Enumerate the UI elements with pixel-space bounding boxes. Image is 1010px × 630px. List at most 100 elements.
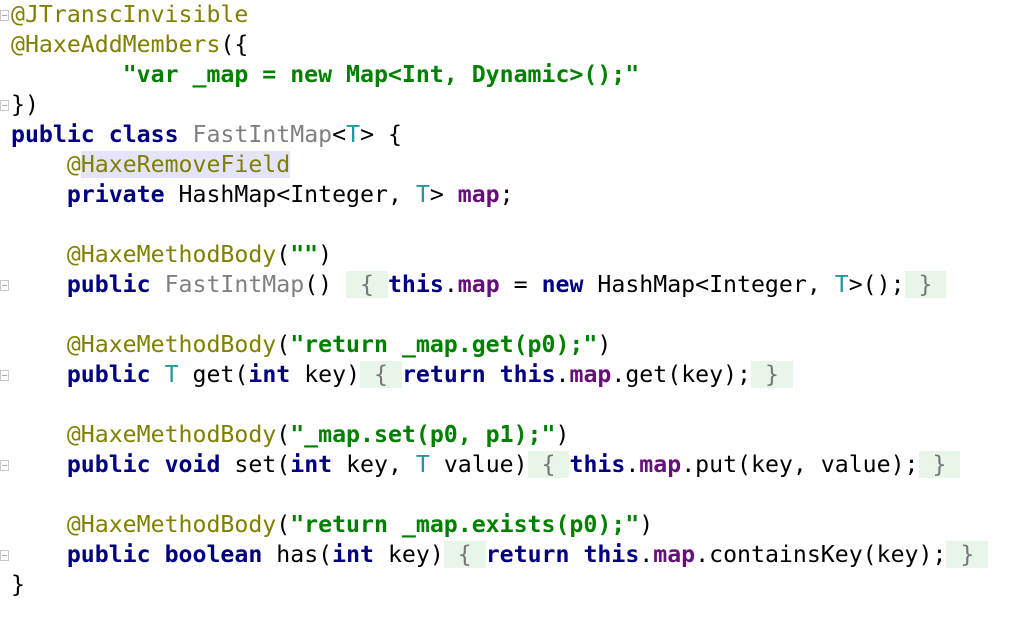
keyword: class [108,121,179,148]
folded-brace[interactable]: } [946,541,989,568]
class-name: FastIntMap [192,121,333,148]
code-text: ( [276,241,291,268]
fold-toggle-icon[interactable] [0,550,9,561]
code-text: ) [597,331,612,358]
code-line[interactable]: public class FastIntMap<T> { [11,120,402,150]
field-name: map [639,451,682,478]
code-text [11,61,123,88]
code-text: > { [360,121,402,148]
keyword: return [485,541,570,568]
code-text: key, [332,451,416,478]
code-line[interactable]: public void set(int key, T value) { this… [11,450,961,480]
type-parameter: T [346,121,361,148]
code-text: .get(key); [611,361,751,388]
keyword: this [583,541,640,568]
code-line[interactable]: "var _map = new Map<Int, Dynamic>();" [11,60,640,90]
folded-brace[interactable]: { [527,451,570,478]
code-text [11,361,67,388]
code-text: ({ [220,31,249,58]
code-text: ( [276,331,291,358]
annotation: @HaxeMethodBody [66,511,277,538]
code-text [11,331,67,358]
code-text: ) [639,511,654,538]
code-text: . [625,451,640,478]
code-line[interactable]: @HaxeRemoveField [11,150,291,180]
code-text [11,181,67,208]
code-text: ) [555,421,570,448]
type-parameter: T [415,451,430,478]
annotation: @HaxeMethodBody [66,241,277,268]
code-text: value) [429,451,528,478]
keyword: public [66,271,151,298]
code-line[interactable]: public boolean has(int key) { return thi… [11,540,989,570]
code-text: key) [374,541,444,568]
code-line[interactable]: } [11,570,25,600]
keyword: public [11,121,95,148]
code-text: () [304,271,347,298]
code-line[interactable]: private HashMap<Integer, T> map; [11,180,514,210]
fold-toggle-icon[interactable] [0,280,9,291]
code-text [151,541,165,568]
code-text: HashMap<Integer, [164,181,416,208]
code-text: . [639,541,654,568]
code-text [11,511,67,538]
keyword: this [499,361,556,388]
keyword: public [66,451,151,478]
code-line[interactable]: @HaxeMethodBody("return _map.exists(p0);… [11,510,653,540]
fold-toggle-icon[interactable] [0,460,9,471]
folded-brace[interactable]: } [904,271,947,298]
code-text [151,361,165,388]
code-text [11,271,67,298]
keyword: boolean [164,541,263,568]
code-text: } [11,571,25,598]
code-text: ( [276,511,291,538]
folded-brace[interactable]: { [360,361,402,388]
code-line[interactable]: @HaxeAddMembers({ [11,30,248,60]
type-parameter: T [834,271,849,298]
code-text: }) [11,91,39,118]
code-line[interactable]: @JTranscInvisible [11,0,248,30]
keyword: new [541,271,584,298]
annotation: @HaxeMethodBody [66,331,277,358]
annotation: @ [66,151,81,178]
fold-toggle-icon[interactable] [0,370,9,381]
keyword: public [66,541,151,568]
code-line[interactable]: public T get(int key) { return this.map.… [11,360,793,390]
folded-brace[interactable]: { [346,271,388,298]
fold-toggle-icon[interactable] [0,10,9,21]
code-line[interactable]: public FastIntMap() { this.map = new Has… [11,270,947,300]
folded-brace[interactable]: { [443,541,486,568]
string-literal: "_map.set(p0, p1);" [290,421,556,448]
code-text: . [443,271,458,298]
field-name: map [457,271,500,298]
type-parameter: T [164,361,179,388]
annotation: @HaxeAddMembers [11,31,221,58]
code-line[interactable]: @HaxeMethodBody("_map.set(p0, p1);") [11,420,570,450]
code-text [11,541,67,568]
code-text: get( [178,361,249,388]
keyword: void [164,451,221,478]
code-line[interactable]: @HaxeMethodBody("return _map.get(p0);") [11,330,611,360]
folded-brace[interactable]: } [751,361,793,388]
annotation: @HaxeMethodBody [66,421,277,448]
code-text [11,241,67,268]
code-text: . [555,361,570,388]
code-text [11,421,67,448]
code-text: key) [290,361,361,388]
code-text: > [429,181,458,208]
code-text: ( [276,421,291,448]
code-line[interactable]: @HaxeMethodBody("") [11,240,332,270]
code-text [486,361,500,388]
keyword: int [332,541,375,568]
fold-toggle-icon[interactable] [0,100,9,111]
code-text [11,151,67,178]
annotation: HaxeRemoveField [80,151,291,178]
folded-brace[interactable]: } [918,451,961,478]
code-text: .containsKey(key); [695,541,947,568]
code-line[interactable]: }) [11,90,39,120]
type-parameter: T [415,181,430,208]
keyword: this [569,451,626,478]
annotation: @JTranscInvisible [11,1,249,28]
code-text: ) [318,241,333,268]
